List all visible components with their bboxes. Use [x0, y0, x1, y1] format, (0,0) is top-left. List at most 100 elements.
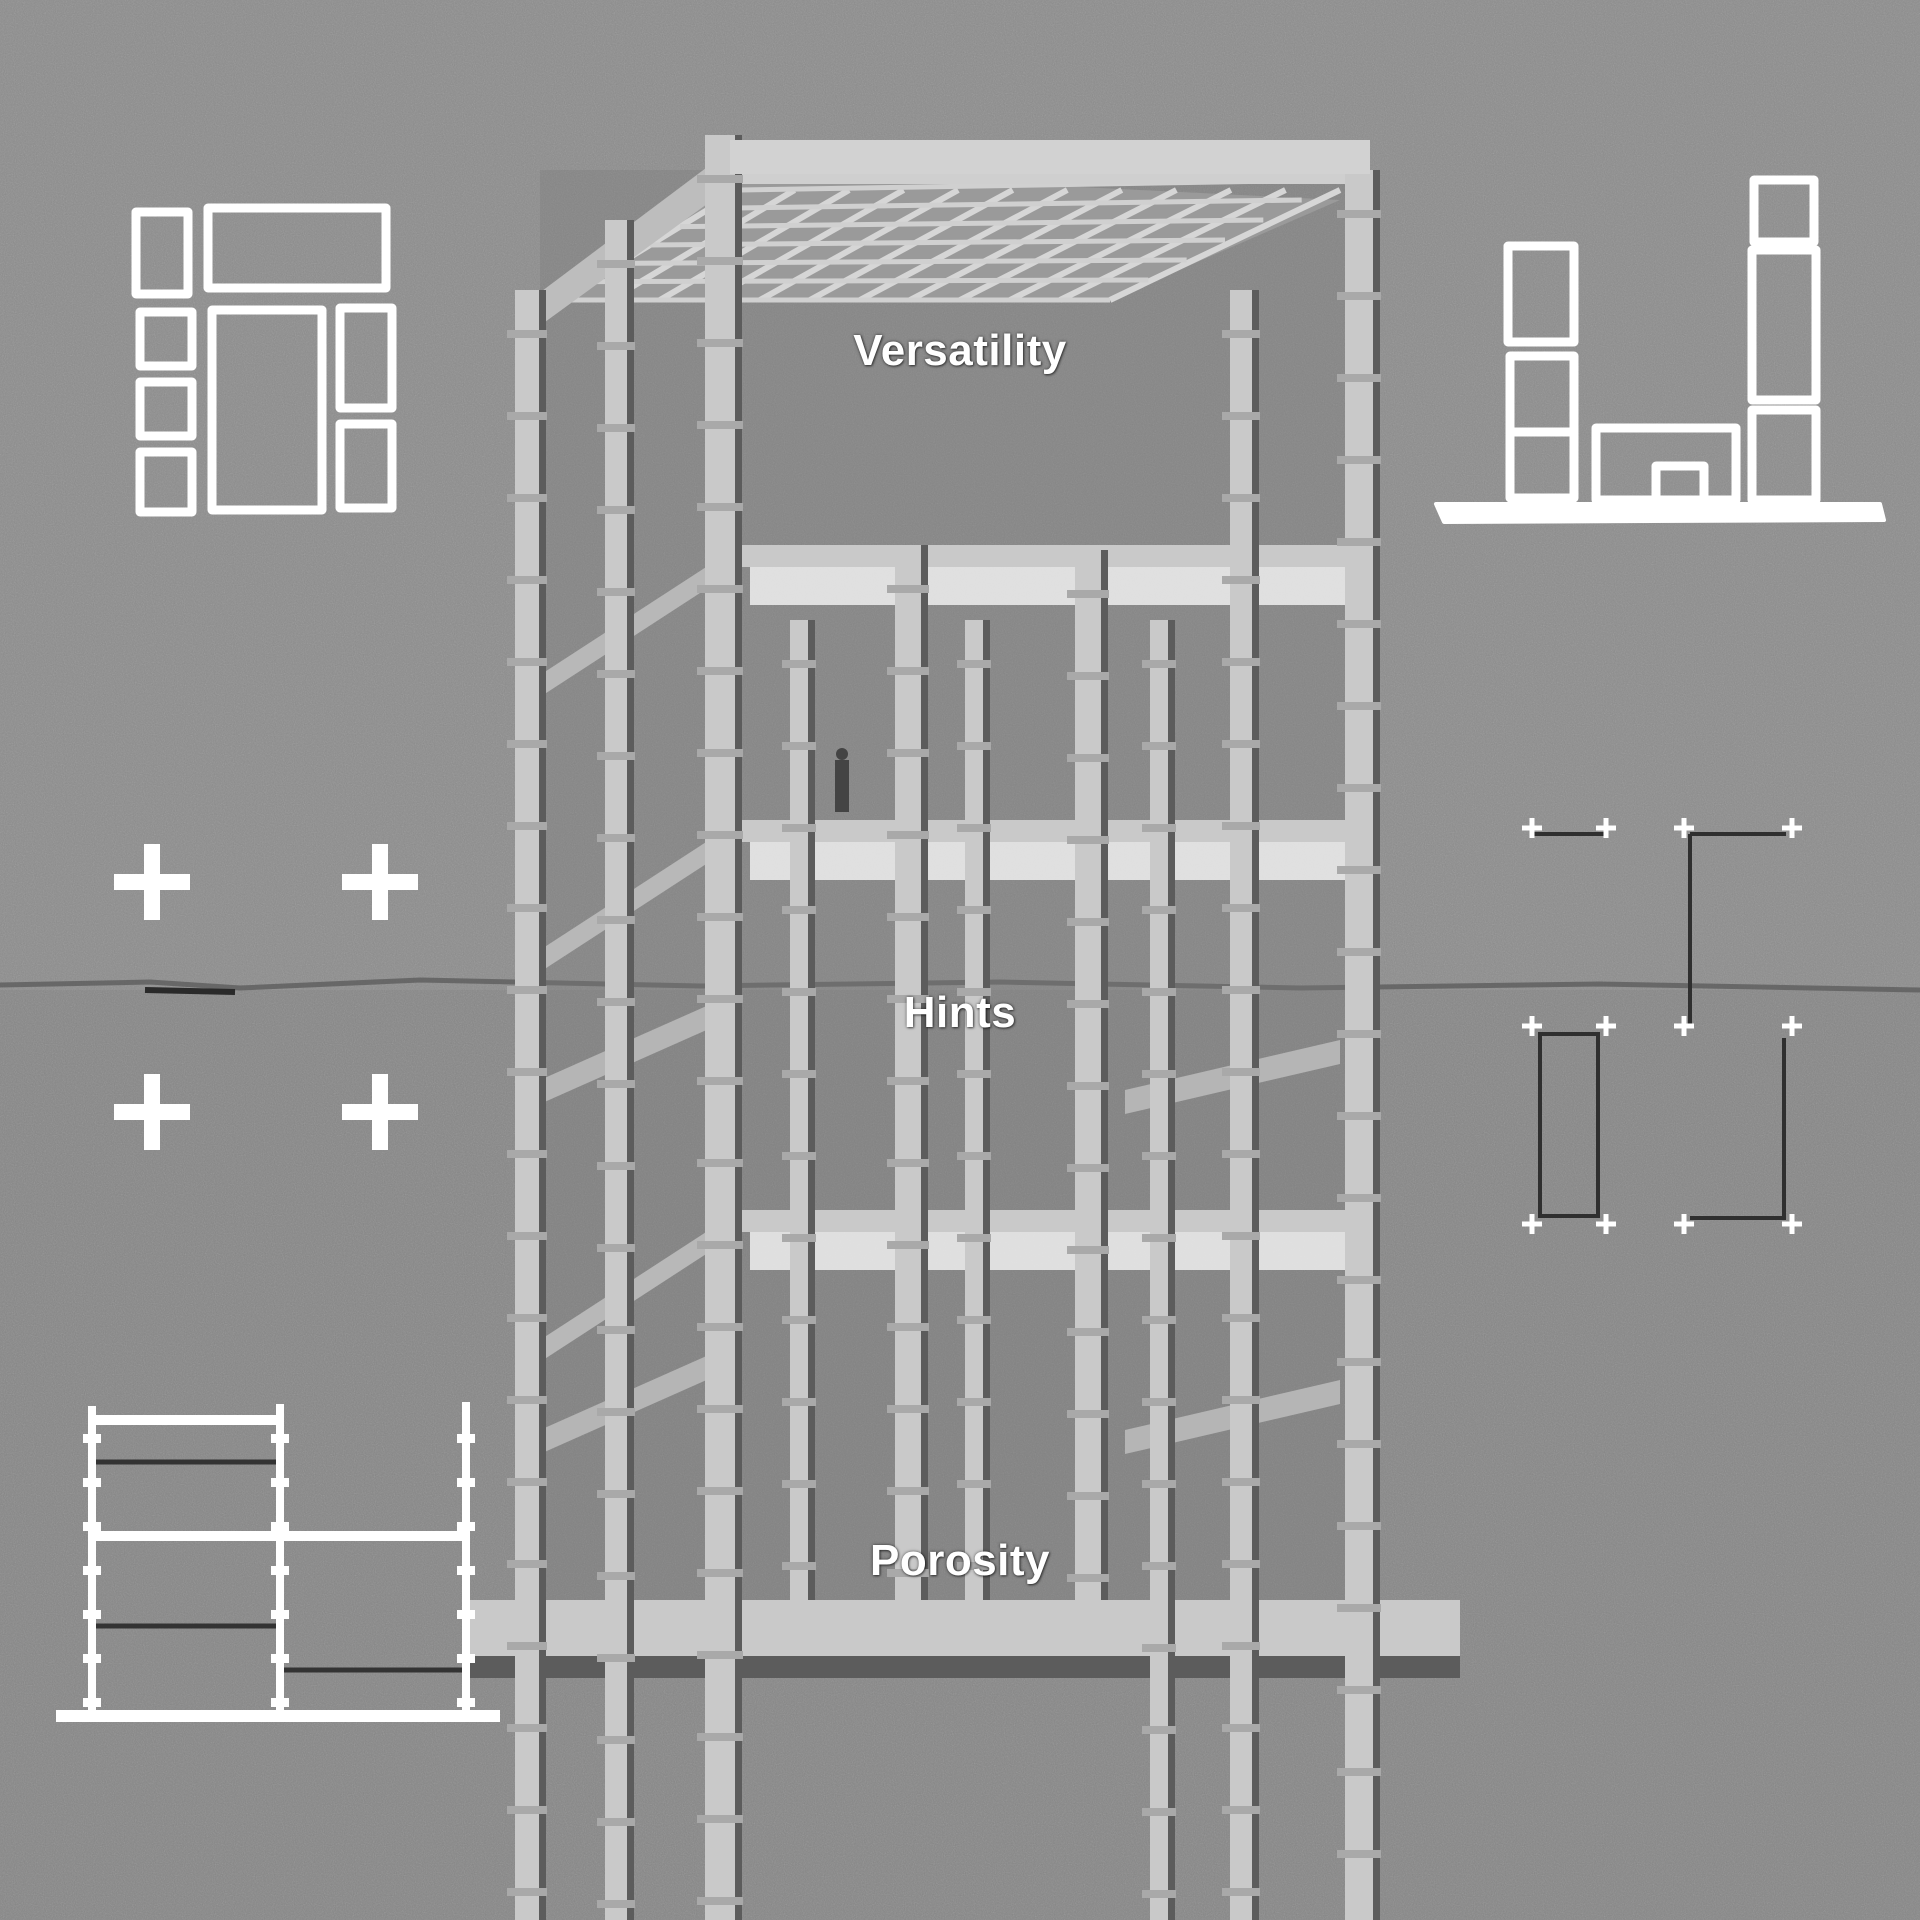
column-notch — [597, 998, 635, 1006]
column-notch — [597, 506, 635, 514]
column-shadow — [1168, 620, 1175, 1920]
column-notch — [1067, 1328, 1109, 1336]
plan-cross — [1674, 818, 1694, 838]
column-notch — [597, 260, 635, 268]
column-notch — [1142, 1890, 1176, 1898]
column-notch — [887, 913, 929, 921]
column-shadow — [735, 135, 742, 1920]
section-tick — [83, 1654, 101, 1663]
column-shadow — [983, 620, 990, 1600]
plan-cross — [1522, 818, 1542, 838]
column-notch — [957, 1480, 991, 1488]
column-notch — [887, 749, 929, 757]
column-notch — [507, 904, 547, 912]
column-notch — [1222, 1068, 1260, 1076]
column — [1150, 620, 1168, 1920]
section-tick — [271, 1698, 289, 1707]
column-notch — [1222, 1560, 1260, 1568]
roof-rib — [679, 217, 1264, 230]
column-notch — [782, 1398, 816, 1406]
column-notch — [597, 342, 635, 350]
column-notch — [507, 1888, 547, 1896]
plan-cross — [1674, 1016, 1694, 1036]
column-notch — [507, 1068, 547, 1076]
column-notch — [957, 824, 991, 832]
column-notch — [697, 257, 743, 265]
column-notch — [1222, 740, 1260, 748]
column-notch — [957, 1316, 991, 1324]
section-tick — [457, 1478, 475, 1487]
column-notch — [1142, 1398, 1176, 1406]
column-notch — [597, 1326, 635, 1334]
column — [965, 620, 983, 1600]
column-notch — [1337, 1440, 1381, 1448]
column-notch — [1142, 660, 1176, 668]
column-notch — [507, 1232, 547, 1240]
section-tick — [83, 1566, 101, 1575]
column-notch — [782, 742, 816, 750]
column-notch — [1067, 1000, 1109, 1008]
section-tick — [83, 1522, 101, 1531]
column-notch — [507, 986, 547, 994]
column-notch — [1337, 538, 1381, 546]
column-notch — [887, 1077, 929, 1085]
column-notch — [1337, 210, 1381, 218]
column-notch — [697, 421, 743, 429]
column-notch — [697, 1323, 743, 1331]
column-notch — [1222, 986, 1260, 994]
column-notch — [697, 913, 743, 921]
column-shadow — [808, 620, 815, 1600]
column-notch — [697, 1897, 743, 1905]
column-notch — [887, 1323, 929, 1331]
column-notch — [1337, 1768, 1381, 1776]
column — [790, 620, 808, 1600]
column-notch — [1222, 904, 1260, 912]
floor-beam — [740, 1210, 1360, 1232]
column-notch — [697, 995, 743, 1003]
column-shadow — [1373, 170, 1380, 1920]
column-notch — [1337, 1522, 1381, 1530]
section-tick — [457, 1654, 475, 1663]
column-notch — [782, 1070, 816, 1078]
column-notch — [1142, 1808, 1176, 1816]
section-tick — [457, 1698, 475, 1707]
column-notch — [1337, 1194, 1381, 1202]
column-notch — [1222, 576, 1260, 584]
column-notch — [1222, 1806, 1260, 1814]
column-notch — [887, 831, 929, 839]
column-notch — [697, 749, 743, 757]
column-notch — [697, 1733, 743, 1741]
column-notch — [782, 988, 816, 996]
column-notch — [1337, 1112, 1381, 1120]
roof-rib — [649, 237, 1226, 248]
column-notch — [1337, 1604, 1381, 1612]
section-tick — [83, 1610, 101, 1619]
section-frame-icon — [56, 1402, 500, 1722]
column-notch — [1142, 1070, 1176, 1078]
section-tick — [457, 1610, 475, 1619]
column-notch — [507, 494, 547, 502]
column-notch — [957, 1562, 991, 1570]
column-notch — [1337, 1030, 1381, 1038]
column — [1345, 170, 1373, 1920]
column-notch — [1067, 1410, 1109, 1418]
column-notch — [957, 1152, 991, 1160]
column-notch — [1142, 742, 1176, 750]
column-notch — [597, 752, 635, 760]
column-notch — [782, 1480, 816, 1488]
column-notch — [697, 1815, 743, 1823]
column-notch — [507, 330, 547, 338]
column — [895, 545, 921, 1600]
column-notch — [697, 1651, 743, 1659]
section-tick — [271, 1522, 289, 1531]
column-notch — [782, 660, 816, 668]
column-plan-icon — [1522, 818, 1802, 1234]
column-notch — [597, 1900, 635, 1908]
column-notch — [507, 1642, 547, 1650]
column-notch — [1067, 836, 1109, 844]
scale-figure — [835, 760, 849, 812]
scale-figure — [836, 748, 848, 760]
column — [1230, 290, 1252, 1920]
column-notch — [1337, 1686, 1381, 1694]
